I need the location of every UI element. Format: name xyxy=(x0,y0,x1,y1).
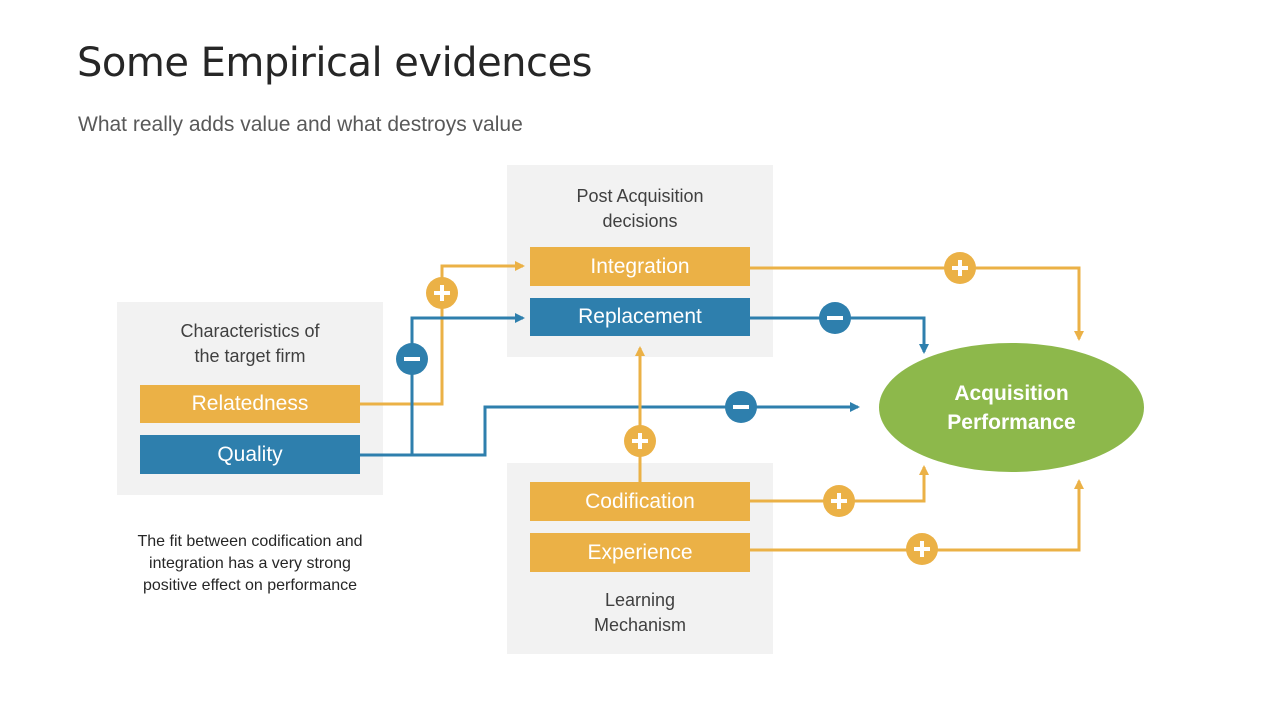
learning-mechanism-label-line1: Learning xyxy=(604,590,676,610)
outcome-line1: Acquisition xyxy=(954,381,1069,405)
edge-quality-replacement xyxy=(360,313,525,457)
plus-icon xyxy=(624,425,656,457)
minus-icon xyxy=(396,343,428,375)
experience-box: Experience xyxy=(530,533,750,572)
post-acquisition-label: Post Acquisition decisions xyxy=(507,184,773,234)
learning-mechanism-label: Learning Mechanism xyxy=(507,588,773,638)
replacement-box: Replacement xyxy=(530,298,750,336)
outcome-line2: Performance xyxy=(947,410,1076,434)
acquisition-performance-node: Acquisition Performance xyxy=(879,343,1144,472)
relatedness-box: Relatedness xyxy=(140,385,360,423)
plus-icon xyxy=(906,533,938,565)
plus-icon xyxy=(426,277,458,309)
slide-subtitle: What really adds value and what destroys… xyxy=(78,113,523,136)
plus-icon xyxy=(823,485,855,517)
edge-experience-performance xyxy=(750,479,1084,552)
post-acquisition-label-line2: decisions xyxy=(602,211,678,231)
edge-codification-performance xyxy=(750,465,929,503)
edge-quality-performance xyxy=(412,402,860,457)
edge-integration-performance xyxy=(750,266,1084,341)
integration-box: Integration xyxy=(530,247,750,286)
learning-mechanism-label-line2: Mechanism xyxy=(593,615,687,635)
slide-title: Some Empirical evidences xyxy=(77,40,592,86)
edge-replacement-performance xyxy=(750,316,929,354)
post-acquisition-label-line1: Post Acquisition xyxy=(576,186,704,206)
minus-icon xyxy=(819,302,851,334)
quality-box: Quality xyxy=(140,435,360,474)
edge-relatedness-integration xyxy=(360,261,525,406)
fit-note: The fit between codification and integra… xyxy=(137,533,363,594)
target-firm-label-line2: the target firm xyxy=(194,346,306,366)
target-firm-label-line1: Characteristics of xyxy=(180,321,320,341)
plus-icon xyxy=(944,252,976,284)
target-firm-label: Characteristics of the target firm xyxy=(117,319,383,369)
minus-icon xyxy=(725,391,757,423)
codification-box: Codification xyxy=(530,482,750,521)
